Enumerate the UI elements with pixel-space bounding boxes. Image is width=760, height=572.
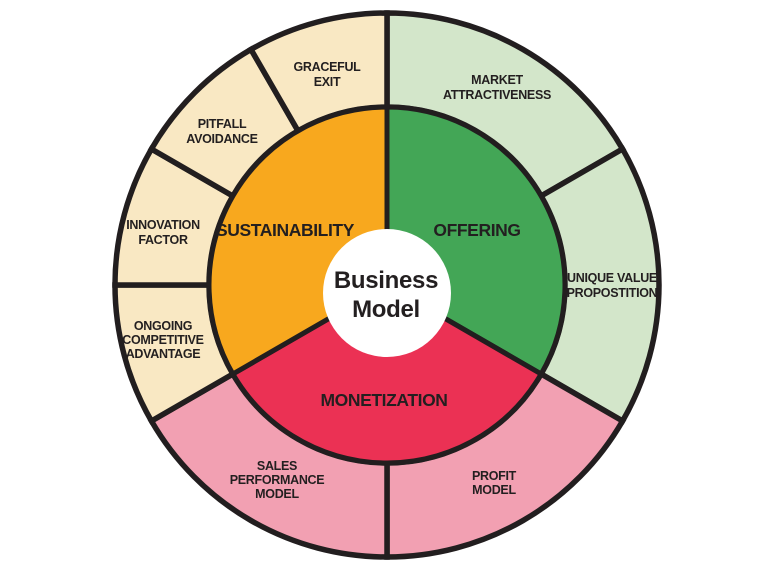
wheel-shapes [112,10,662,560]
label-market-attractiveness: MARKET ATTRACTIVENESS [443,73,551,102]
label-line: AVOIDANCE [186,132,257,146]
label-monetization: MONETIZATION [320,390,447,410]
label-line: ATTRACTIVENESS [443,88,551,102]
center-title-line: Business [334,267,438,294]
label-unique-value-propostition: UNIQUE VALUE PROPOSTITION [567,271,658,300]
label-graceful-exit: GRACEFUL EXIT [293,60,361,89]
label-pitfall-avoidance: PITFALL AVOIDANCE [186,117,258,146]
label-offering: OFFERING [433,220,520,240]
label-innovation-factor: INNOVATION FACTOR [126,218,200,247]
center-title-line: Model [352,296,420,323]
label-line: INNOVATION [126,218,200,232]
label-line: GRACEFUL [293,60,361,74]
label-line: UNIQUE VALUE [567,271,657,285]
label-line: ONGOING [134,319,192,333]
label-line: PROFIT [472,469,517,483]
label-line: MARKET [471,73,523,87]
label-line: COMPETITIVE [122,333,203,347]
label-line: MODEL [472,483,516,497]
label-sales-performance-model: SALES PERFORMANCE MODEL [230,459,325,501]
label-line: ADVANTAGE [126,347,201,361]
wheel-labels: GRACEFUL EXIT MARKET ATTRACTIVENESS PITF… [122,60,658,501]
label-line: SALES [257,459,297,473]
label-sustainability: SUSTAINABILITY [216,220,355,240]
label-line: PROPOSTITION [567,286,658,300]
label-profit-model: PROFIT MODEL [472,469,517,497]
label-line: MODEL [255,487,299,501]
center-title: Business Model [334,267,439,323]
label-ongoing-competitive-advantage: ONGOING COMPETITIVE ADVANTAGE [122,319,204,361]
label-line: PERFORMANCE [230,473,325,487]
label-line: PITFALL [198,117,247,131]
segment-monetization [229,282,545,466]
label-line: FACTOR [138,233,188,247]
label-line: EXIT [314,75,341,89]
center-hub [323,229,451,357]
